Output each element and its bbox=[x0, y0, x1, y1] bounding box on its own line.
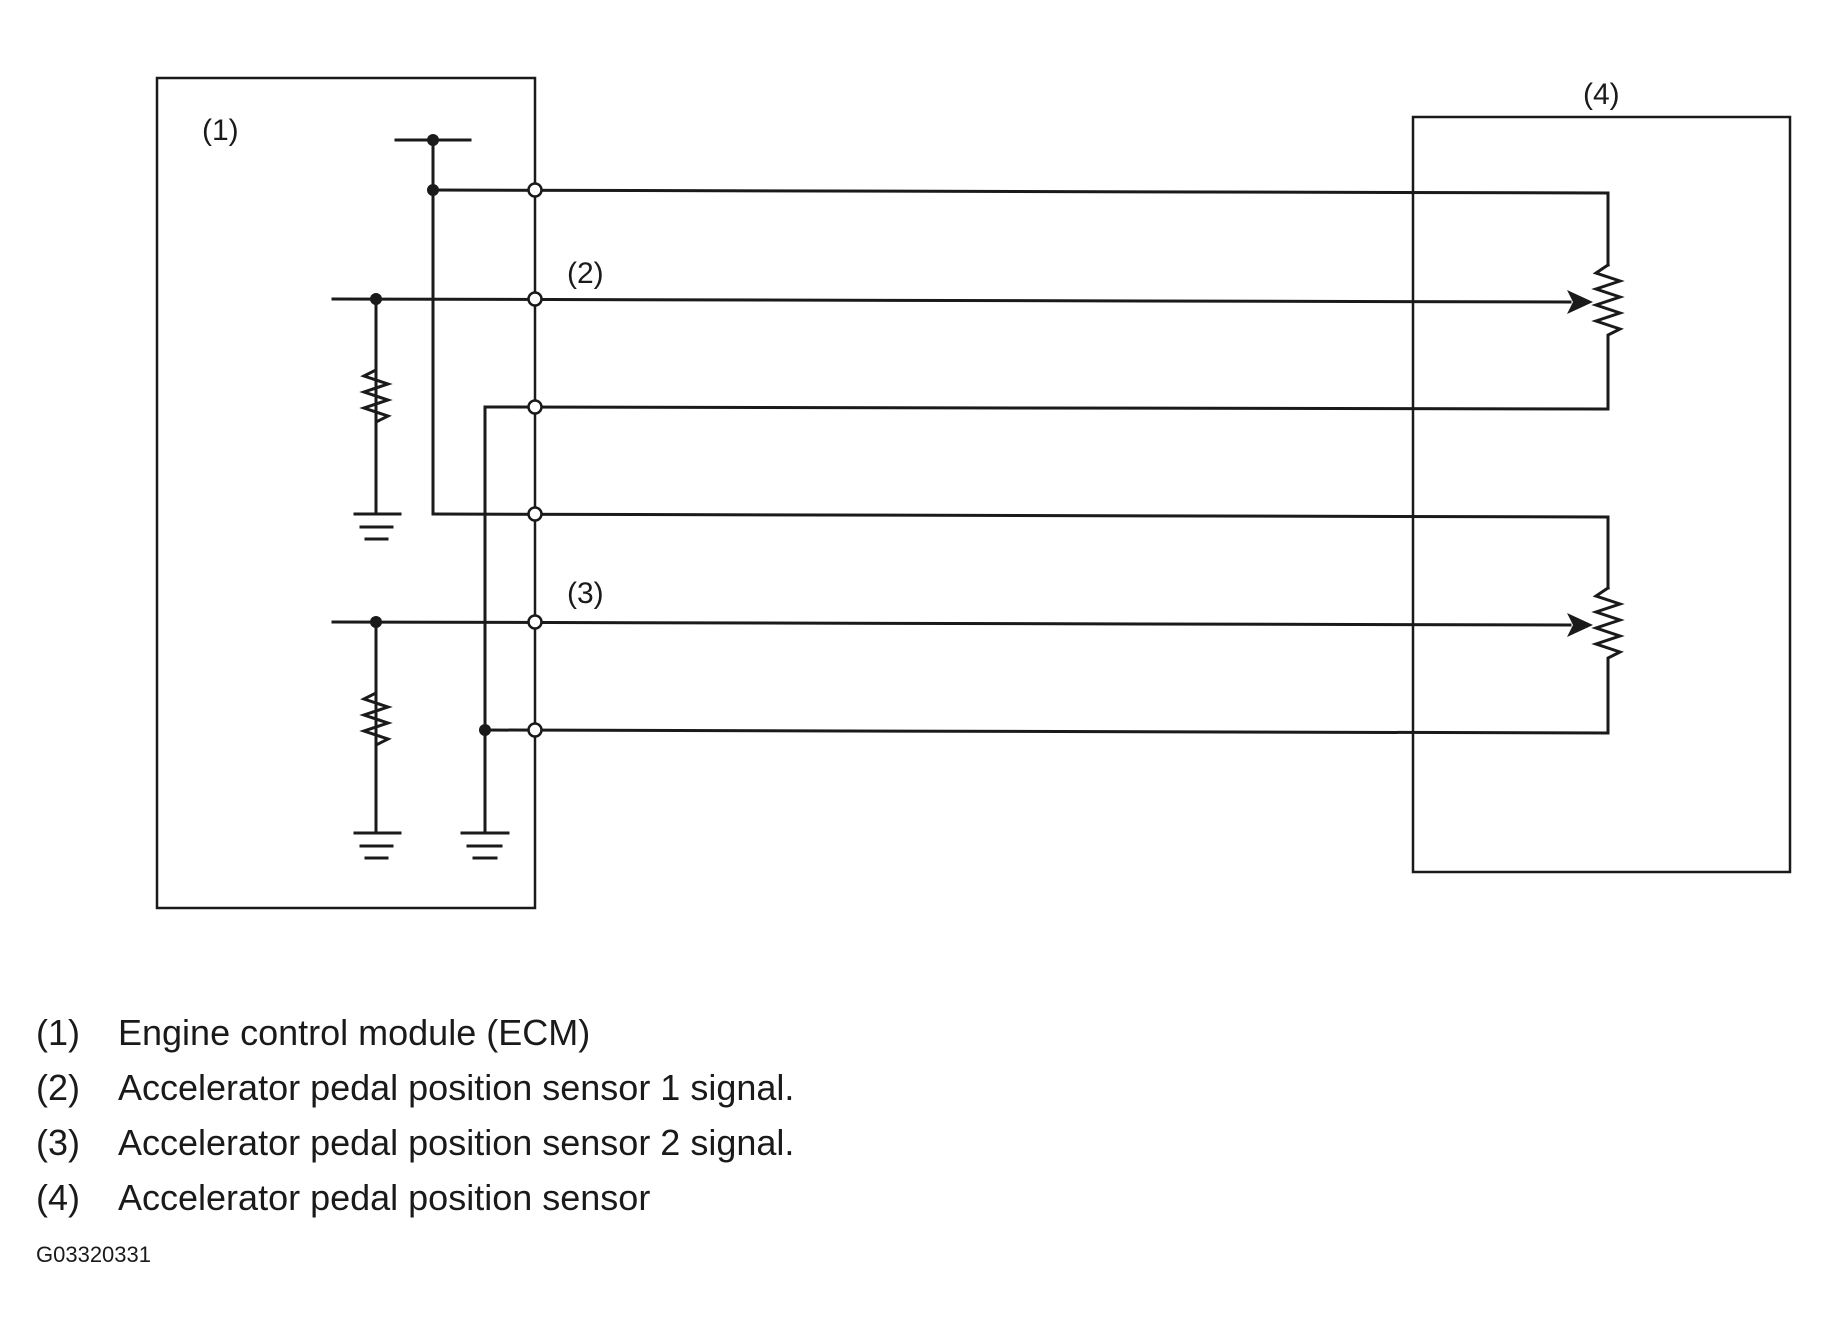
ground-symbol-3 bbox=[460, 831, 510, 860]
wiper-arrow-1 bbox=[1567, 290, 1593, 314]
ground-symbol-1 bbox=[353, 512, 402, 541]
power-supply-wire bbox=[394, 138, 1610, 590]
junction-dot bbox=[427, 134, 439, 146]
junction-dot bbox=[427, 184, 439, 196]
ecm-terminal bbox=[527, 399, 543, 415]
junction-dot bbox=[370, 616, 382, 628]
ecm-terminal bbox=[527, 506, 543, 522]
legend-text: Accelerator pedal position sensor 1 sign… bbox=[118, 1066, 795, 1108]
callout-signal-2: (3) bbox=[567, 577, 604, 610]
legend-number: (1) bbox=[36, 1011, 80, 1053]
ecm-terminal bbox=[527, 291, 543, 307]
figure-id: G03320331 bbox=[36, 1242, 151, 1267]
ecm-terminal bbox=[527, 614, 543, 630]
potentiometer-2 bbox=[1591, 585, 1625, 666]
wiper-arrow-2 bbox=[1567, 613, 1593, 637]
legend-text: Accelerator pedal position sensor bbox=[118, 1176, 651, 1218]
signal-2-wire bbox=[331, 620, 1572, 835]
legend-text: Accelerator pedal position sensor 2 sign… bbox=[118, 1121, 795, 1163]
legend-item: (3) Accelerator pedal position sensor 2 … bbox=[36, 1115, 794, 1170]
ground-wire bbox=[483, 338, 1610, 835]
callout-signal-1: (2) bbox=[567, 257, 604, 290]
ground-symbol-2 bbox=[353, 831, 402, 860]
ecm-terminal bbox=[527, 722, 543, 738]
ecm-resistor-1 bbox=[359, 363, 393, 432]
legend-number: (2) bbox=[36, 1066, 80, 1108]
ecm-resistor-2 bbox=[359, 686, 393, 755]
sensor-box bbox=[1411, 115, 1792, 874]
legend-number: (4) bbox=[36, 1176, 80, 1218]
legend-item: (2) Accelerator pedal position sensor 1 … bbox=[36, 1060, 794, 1115]
junction-dot bbox=[370, 293, 382, 305]
callout-ecm: (1) bbox=[202, 114, 239, 147]
callout-sensor: (4) bbox=[1583, 78, 1620, 111]
legend-item: (4) Accelerator pedal position sensor bbox=[36, 1170, 794, 1225]
ecm-terminal bbox=[527, 182, 543, 198]
potentiometer-1 bbox=[1591, 262, 1625, 342]
legend-number: (3) bbox=[36, 1121, 80, 1163]
junction-dot bbox=[479, 724, 491, 736]
legend-item: (1) Engine control module (ECM) bbox=[36, 1005, 794, 1060]
legend-text: Engine control module (ECM) bbox=[118, 1011, 591, 1053]
ecm-box bbox=[155, 76, 537, 910]
legend: (1) Engine control module (ECM) (2) Acce… bbox=[36, 1005, 794, 1225]
